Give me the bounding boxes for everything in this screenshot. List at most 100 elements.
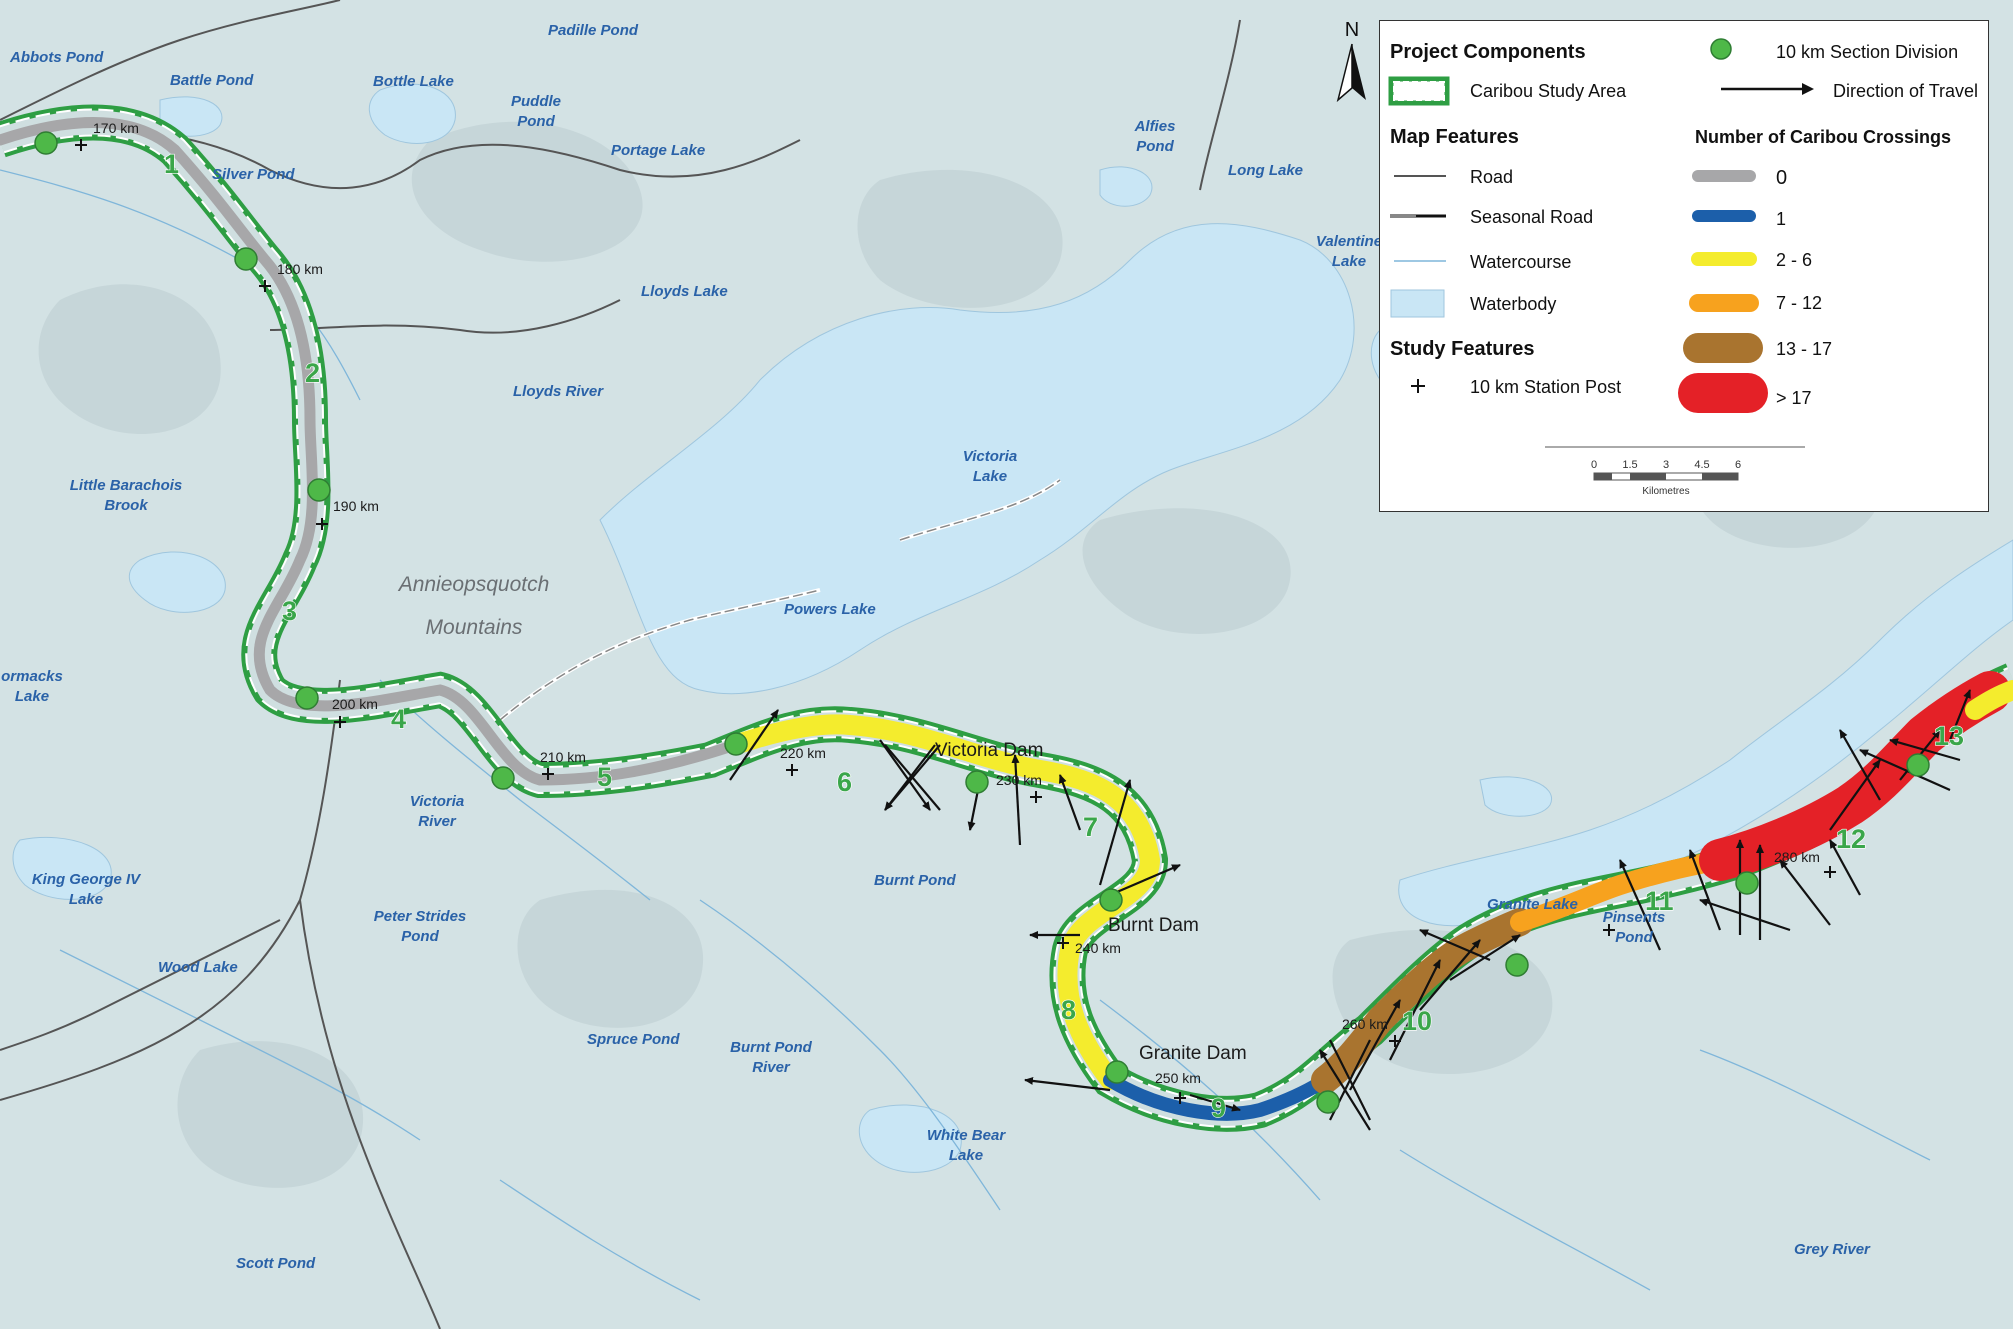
label-line: Battle Pond bbox=[170, 72, 254, 89]
segment-2-6-crossings bbox=[725, 714, 1161, 1090]
legend-heading-project-components: Project Components bbox=[1390, 41, 1586, 63]
section-divisions bbox=[34, 131, 1930, 1114]
study-area-symbol bbox=[1388, 76, 1450, 106]
legend-road: Road bbox=[1470, 167, 1514, 187]
scale-unit: Kilometres bbox=[1642, 486, 1689, 497]
segment-13-17-crossings bbox=[1311, 908, 1534, 1094]
label-wood-lake: Wood Lake bbox=[158, 959, 238, 976]
label-battle-pond: Battle Pond bbox=[170, 72, 254, 89]
legend-class-0: 0 bbox=[1776, 167, 1788, 189]
seasonal-road-symbol bbox=[1390, 214, 1446, 218]
label-line: Lake bbox=[949, 1147, 983, 1164]
class-gt17-symbol bbox=[1678, 373, 1768, 413]
label-line: Pond bbox=[1615, 929, 1653, 946]
label-granite-dam: Granite Dam bbox=[1139, 1043, 1247, 1064]
label-bottle-lake: Bottle Lake bbox=[373, 73, 454, 90]
segment-1-crossing bbox=[1103, 1073, 1332, 1121]
label-line: Pinsents bbox=[1603, 909, 1666, 926]
label-granite-lake: Granite Lake bbox=[1487, 896, 1578, 913]
label-line: White Bear bbox=[927, 1127, 1007, 1144]
legend-heading-study-features: Study Features bbox=[1390, 338, 1535, 360]
legend-class-1: 1 bbox=[1776, 209, 1787, 229]
scale-tick-4-5: 4.5 bbox=[1694, 459, 1709, 471]
km-label-260: 260 km bbox=[1342, 1016, 1388, 1032]
map-legend: Project Components 10 km Section Divisio… bbox=[1379, 20, 1989, 512]
legend-station-post: 10 km Station Post bbox=[1470, 377, 1622, 397]
section-number-1: 1 bbox=[164, 149, 179, 179]
km-label-210: 210 km bbox=[540, 749, 586, 765]
watercourse-symbol bbox=[1394, 260, 1446, 262]
label-lloyds-lake: Lloyds Lake bbox=[641, 283, 728, 300]
label-line: Granite Lake bbox=[1487, 896, 1578, 913]
legend-waterbody: Waterbody bbox=[1470, 294, 1557, 314]
label-line: Pond bbox=[1136, 138, 1174, 155]
km-label-240: 240 km bbox=[1075, 940, 1121, 956]
label-line: Burnt Pond bbox=[874, 872, 956, 889]
scale-tick-0: 0 bbox=[1591, 459, 1597, 471]
km-label-220: 220 km bbox=[780, 745, 826, 761]
label-line: Wood Lake bbox=[158, 959, 238, 976]
label-line: Little Barachois bbox=[70, 477, 183, 494]
waterbodies bbox=[12, 83, 2013, 1173]
label-line: Long Lake bbox=[1228, 162, 1303, 179]
station-post-symbol bbox=[1411, 379, 1425, 393]
label-line: Lake bbox=[1332, 253, 1366, 270]
section-number-3: 3 bbox=[282, 596, 297, 626]
legend-seasonal-road: Seasonal Road bbox=[1470, 207, 1594, 227]
label-portage-lake: Portage Lake bbox=[611, 142, 705, 159]
crossing-segments bbox=[0, 117, 2013, 1121]
direction-of-travel-arrows bbox=[729, 689, 1972, 1131]
label-line: Burnt Pond bbox=[730, 1039, 812, 1056]
section-number-5: 5 bbox=[597, 762, 612, 792]
terrain-relief bbox=[38, 121, 1883, 1188]
label-king-george-iv-lake: King George IV Lake bbox=[32, 871, 142, 908]
label-line: King George IV bbox=[32, 871, 142, 888]
legend-class-gt17: > 17 bbox=[1776, 388, 1812, 408]
label-line: Valentine bbox=[1316, 233, 1382, 250]
label-line: Peter Strides bbox=[374, 908, 467, 925]
legend-section-division: 10 km Section Division bbox=[1776, 42, 1959, 62]
scale-tick-6: 6 bbox=[1735, 459, 1741, 471]
label-line: Pond bbox=[401, 928, 439, 945]
section-number-6: 6 bbox=[837, 767, 852, 797]
section-number-7: 7 bbox=[1083, 812, 1098, 842]
legend-study-area: Caribou Study Area bbox=[1470, 81, 1627, 101]
legend-class-2-6: 2 - 6 bbox=[1776, 250, 1813, 270]
class-1-symbol bbox=[1692, 210, 1756, 222]
label-long-lake: Long Lake bbox=[1228, 162, 1303, 179]
km-label-250: 250 km bbox=[1155, 1070, 1201, 1086]
label-lloyds-river: Lloyds River bbox=[513, 383, 604, 400]
label-line: Portage Lake bbox=[611, 142, 705, 159]
label-line: Victoria bbox=[963, 448, 1017, 465]
legend-class-7-12: 7 - 12 bbox=[1776, 293, 1823, 313]
label-spruce-pond: Spruce Pond bbox=[587, 1031, 680, 1048]
label-powers-lake: Powers Lake bbox=[784, 601, 876, 618]
label-line: Lloyds River bbox=[513, 383, 604, 400]
road-symbol bbox=[1394, 175, 1446, 177]
label-line: Abbots Pond bbox=[9, 49, 104, 66]
label-line: Lake bbox=[973, 468, 1007, 485]
label-line: Lake bbox=[69, 891, 103, 908]
north-arrow-letter: N bbox=[1345, 19, 1359, 41]
watercourses bbox=[0, 169, 1931, 1301]
label-scott-pond: Scott Pond bbox=[236, 1255, 316, 1272]
scale-tick-1-5: 1.5 bbox=[1622, 459, 1637, 471]
label-line: Lake bbox=[15, 688, 49, 705]
label-line: Brook bbox=[104, 497, 148, 514]
label-line: Grey River bbox=[1794, 1241, 1871, 1258]
water-labels: Abbots Pond Battle Pond Bottle Lake Padi… bbox=[1, 22, 1871, 1272]
km-label-170: 170 km bbox=[93, 120, 139, 136]
section-number-4: 4 bbox=[391, 704, 406, 734]
scale-tick-3: 3 bbox=[1663, 459, 1669, 471]
section-number-11: 11 bbox=[1645, 886, 1674, 916]
km-label-280: 280 km bbox=[1774, 849, 1820, 865]
